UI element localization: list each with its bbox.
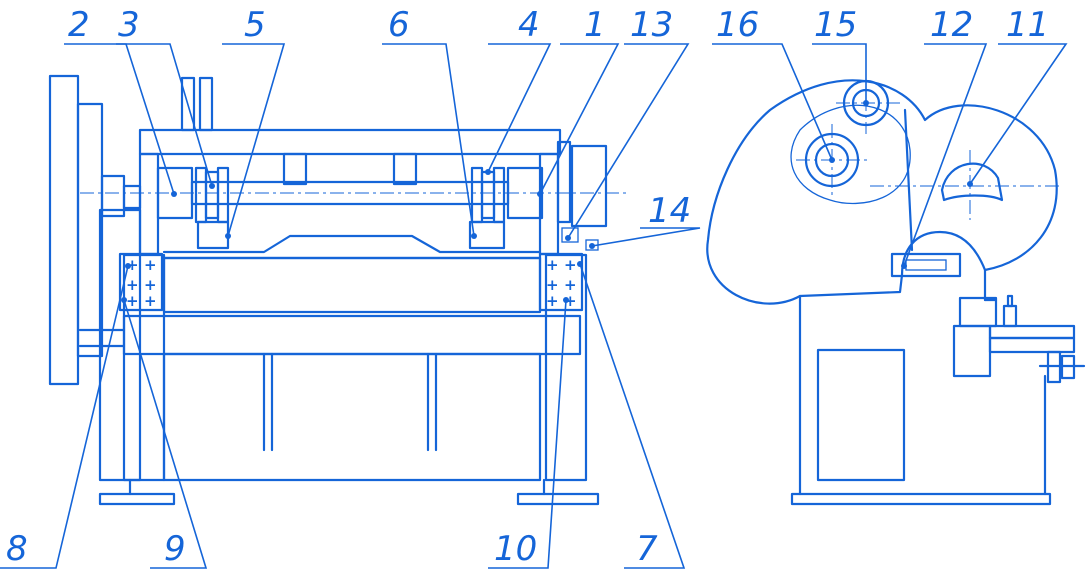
frame-cutout-11 bbox=[870, 150, 1060, 220]
side-table bbox=[952, 294, 1086, 384]
callout-9: 9 bbox=[164, 529, 186, 569]
callout-15: 15 bbox=[814, 5, 857, 45]
svg-text:+: + bbox=[546, 276, 559, 294]
upper-lobe bbox=[790, 104, 911, 205]
callout-16: 16 bbox=[716, 5, 759, 45]
svg-text:+: + bbox=[564, 276, 577, 294]
callout-leaders bbox=[0, 43, 1068, 569]
callout-5: 5 bbox=[244, 5, 266, 45]
callout-14: 14 bbox=[648, 191, 691, 231]
callout-4: 4 bbox=[518, 5, 540, 45]
svg-text:+: + bbox=[144, 276, 157, 294]
callout-10: 10 bbox=[494, 529, 537, 569]
callout-6: 6 bbox=[388, 5, 410, 45]
callout-labels: 2 3 5 6 4 1 13 14 16 15 12 11 8 9 10 7 bbox=[6, 5, 1049, 569]
svg-text:+: + bbox=[564, 292, 577, 310]
svg-text:+: + bbox=[144, 292, 157, 310]
side-view bbox=[706, 72, 1086, 506]
side-body bbox=[790, 268, 1052, 506]
flywheel bbox=[48, 74, 142, 386]
callout-12: 12 bbox=[930, 5, 973, 45]
left-guide-plate: + + + + + + bbox=[118, 252, 164, 312]
lower-frame bbox=[98, 352, 600, 506]
top-posts bbox=[180, 76, 214, 132]
svg-text:+: + bbox=[126, 256, 139, 274]
svg-text:+: + bbox=[564, 256, 577, 274]
right-crank-assembly bbox=[468, 166, 506, 250]
svg-text:+: + bbox=[546, 292, 559, 310]
right-guide-plate: + + + + + + bbox=[538, 252, 584, 312]
callout-3: 3 bbox=[118, 5, 140, 45]
callout-2: 2 bbox=[68, 5, 90, 45]
svg-text:+: + bbox=[126, 276, 139, 294]
left-crank-assembly bbox=[194, 166, 231, 250]
svg-text:+: + bbox=[126, 292, 139, 310]
callout-11: 11 bbox=[1006, 5, 1049, 45]
callout-7: 7 bbox=[636, 529, 658, 569]
callout-13: 13 bbox=[630, 5, 673, 45]
callout-8: 8 bbox=[6, 529, 28, 569]
svg-text:+: + bbox=[144, 256, 157, 274]
c-frame-outline bbox=[706, 79, 1058, 305]
svg-text:+: + bbox=[546, 256, 559, 274]
main-shaft bbox=[80, 180, 630, 206]
front-view: + + + + + + + + + + + + bbox=[48, 74, 630, 506]
callout-1: 1 bbox=[584, 5, 606, 45]
gear-16 bbox=[796, 124, 870, 196]
